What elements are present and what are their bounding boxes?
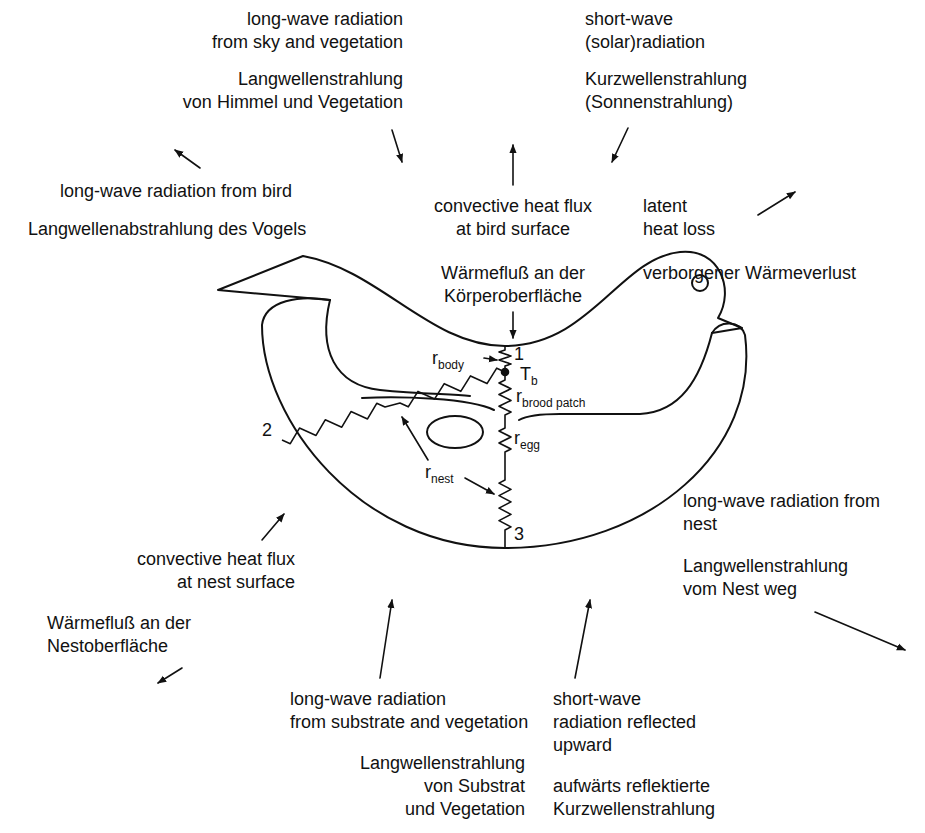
- flux-arrow: [380, 600, 392, 678]
- annotation-label: long-wave radiation from bird: [60, 180, 292, 203]
- resistor-chain: [499, 346, 511, 548]
- nest-outline: [262, 298, 746, 548]
- resistance-label: rnest: [425, 462, 454, 489]
- flux-arrow: [175, 150, 200, 168]
- resistance-label: rbrood patch: [516, 386, 585, 413]
- annotation-label: Langwellenstrahlung von Himmel und Veget…: [183, 68, 403, 114]
- brood-patch-line: [362, 397, 494, 410]
- annotation-label: short-wave (solar)radiation: [585, 8, 705, 54]
- annotation-label: convective heat flux at nest surface: [137, 548, 295, 594]
- resistance-label: Tb: [520, 364, 538, 391]
- annotation-label: Langwellenstrahlung von Substrat und Veg…: [360, 752, 525, 821]
- bird-wing-left: [326, 300, 470, 396]
- resistance-label: rbody: [432, 348, 464, 375]
- resistor-chain: [282, 368, 505, 443]
- egg: [427, 416, 483, 448]
- resistance-label: regg: [514, 428, 540, 455]
- annotation-label: Wärmefluß an der Nestoberfläche: [47, 612, 191, 658]
- callout-number: 3: [514, 524, 524, 544]
- annotation-label: verborgener Wärmeverlust: [643, 262, 856, 285]
- flux-arrow: [575, 600, 590, 678]
- brood-patch-line: [519, 414, 560, 420]
- leader-arrow: [484, 358, 497, 360]
- flux-arrow: [512, 312, 514, 338]
- annotation-label: Langwellenstrahlung vom Nest weg: [683, 555, 848, 601]
- annotation-label: aufwärts reflektierte Kurzwellenstrahlun…: [553, 775, 715, 821]
- flux-arrow: [392, 130, 402, 162]
- leader-arrow: [465, 478, 494, 494]
- annotation-label: latent heat loss: [643, 195, 715, 241]
- body-temperature-node: [502, 369, 509, 376]
- flux-arrow: [815, 612, 905, 650]
- callout-number: 2: [262, 420, 272, 440]
- annotation-label: Wärmefluß an der Körperoberfläche: [441, 262, 585, 308]
- leader-arrow: [402, 417, 428, 460]
- flux-arrow: [158, 668, 182, 683]
- annotation-label: convective heat flux at bird surface: [434, 195, 592, 241]
- flux-arrow: [758, 192, 795, 215]
- annotation-label: Kurzwellenstrahlung (Sonnenstrahlung): [585, 68, 747, 114]
- annotation-label: long-wave radiation from sky and vegetat…: [212, 8, 403, 54]
- callout-number: 1: [514, 344, 524, 364]
- annotation-label: long-wave radiation from nest: [683, 490, 880, 536]
- annotation-label: short-wave radiation reflected upward: [553, 688, 696, 757]
- flux-arrow: [612, 128, 628, 162]
- annotation-label: Langwellenabstrahlung des Vogels: [28, 218, 306, 241]
- flux-arrow: [262, 514, 284, 540]
- annotation-label: long-wave radiation from substrate and v…: [290, 688, 528, 734]
- flux-arrow: [512, 145, 514, 185]
